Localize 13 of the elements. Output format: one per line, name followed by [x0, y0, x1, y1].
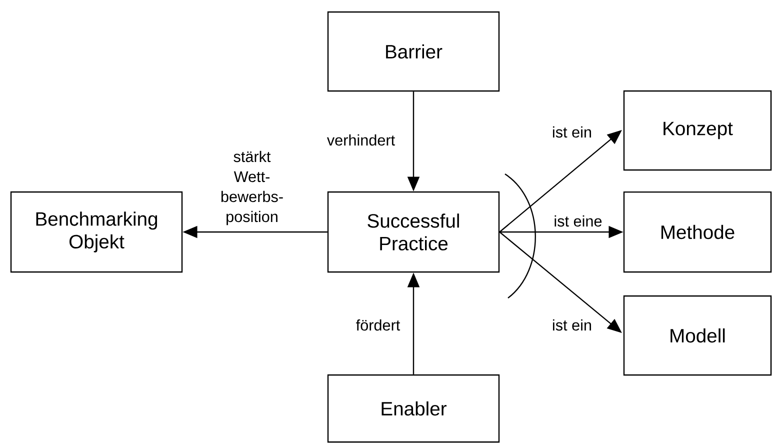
box: Methode	[623, 191, 772, 273]
edge-label: ist ein	[550, 318, 594, 332]
box: Barrier	[327, 11, 500, 92]
box: Konzept	[623, 90, 772, 171]
edge-label: fördert	[354, 318, 402, 332]
edge-label: stärkt Wett- bewerbs- position	[216, 150, 288, 226]
box: Benchmarking Objekt	[10, 191, 183, 273]
edge-label: verhindert	[326, 133, 396, 147]
box: Successful Practice	[327, 191, 500, 273]
edge-label: ist ein	[550, 125, 594, 139]
box: Modell	[623, 295, 772, 376]
box: Enabler	[327, 374, 500, 443]
edge-label: ist eine	[552, 214, 604, 228]
